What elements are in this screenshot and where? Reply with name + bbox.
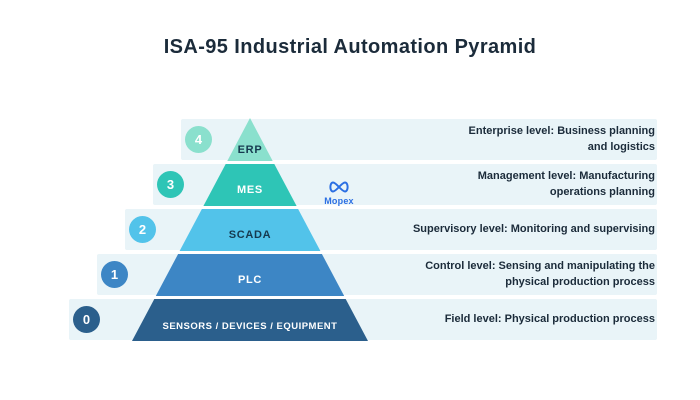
level-description-3: Management level: Manufacturing operatio…	[355, 164, 655, 205]
level-label-mes: MES	[237, 184, 263, 196]
level-description-0: Field level: Physical production process	[355, 299, 655, 340]
description-line: Supervisory level: Monitoring and superv…	[412, 222, 655, 235]
description-line: Control level: Sensing and manipulating …	[425, 259, 655, 272]
badge-number: 0	[82, 312, 91, 327]
description-line: Management level: Manufacturing	[477, 169, 655, 182]
description-line: physical production process	[505, 275, 655, 288]
level-badge-3: 3	[157, 171, 184, 198]
level-description-1: Control level: Sensing and manipulating …	[355, 254, 655, 295]
pyramid-segment-sensors	[132, 299, 368, 341]
level-label-scada: SCADA	[228, 229, 272, 241]
badge-number: 1	[110, 267, 119, 282]
pyramid-segment-plc	[155, 254, 345, 296]
level-description-4: Enterprise level: Business planning and …	[355, 119, 655, 160]
description-line: operations planning	[549, 185, 655, 198]
description-line: Field level: Physical production process	[444, 312, 655, 325]
pyramid-segment-scada	[179, 209, 321, 251]
badge-number: 2	[138, 222, 147, 237]
level-label-erp: ERP	[237, 144, 263, 156]
level-label-sensors: SENSORS / DEVICES / EQUIPMENT	[162, 321, 338, 332]
badge-number: 3	[166, 177, 175, 192]
level-description-2: Supervisory level: Monitoring and superv…	[355, 209, 655, 250]
pyramid-segment-erp	[227, 118, 273, 161]
level-badge-1: 1	[101, 261, 128, 288]
page-title: ISA-95 Industrial Automation Pyramid	[163, 36, 537, 58]
pyramid-segment-mes	[203, 164, 297, 206]
mopex-logo-icon	[329, 181, 349, 193]
description-line: Enterprise level: Business planning	[468, 124, 655, 137]
level-badge-4: 4	[185, 126, 212, 153]
description-line: and logistics	[587, 140, 655, 153]
badge-number: 4	[194, 132, 203, 147]
mopex-logo-text: Mopex	[324, 196, 354, 206]
level-badge-0: 0	[73, 306, 100, 333]
mopex-logo: Mopex	[316, 180, 362, 206]
level-label-plc: PLC	[237, 274, 263, 286]
level-badge-2: 2	[129, 216, 156, 243]
